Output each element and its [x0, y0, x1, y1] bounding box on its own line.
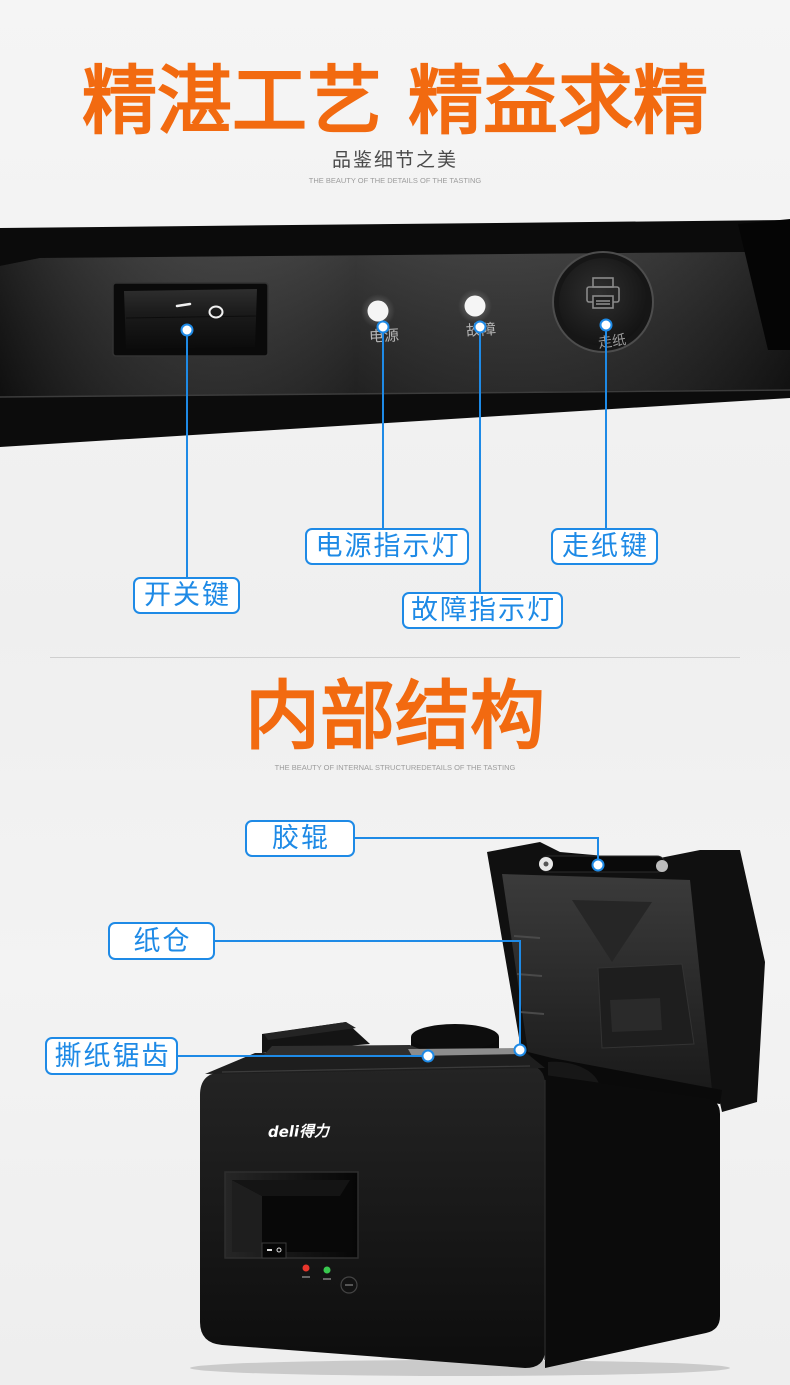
rubber-roller-leader-dot	[591, 858, 605, 872]
printer-lid	[487, 842, 765, 1112]
switch-on-mark	[175, 302, 192, 308]
paper-bin-leader-dot	[513, 1043, 527, 1057]
callout-power-indicator: 电源指示灯	[305, 528, 469, 565]
callout-fault-indicator: 故障指示灯	[402, 592, 563, 629]
switch-off-mark	[208, 305, 224, 319]
body-right-face	[545, 1075, 720, 1368]
tear-bar	[408, 1048, 524, 1056]
body-front-face	[200, 1065, 545, 1368]
fault-led	[458, 289, 492, 323]
rear-block	[262, 1022, 370, 1053]
craft-section-subtitle: 品鉴细节之美	[331, 149, 458, 171]
printer-icon	[586, 277, 620, 309]
callout-feed-key: 走纸键	[551, 528, 658, 565]
slot-top-wall	[232, 1180, 350, 1196]
power-led	[361, 294, 395, 328]
feed-key-leader-dot	[599, 318, 613, 332]
tear-teeth-leader-dot	[421, 1049, 435, 1063]
body-top-face	[205, 1052, 545, 1074]
switch-leader-dot	[180, 323, 194, 337]
top-cover-plate	[262, 1045, 436, 1057]
lid-inner-rib	[572, 900, 652, 962]
callout-power-switch: 开关键	[133, 577, 240, 614]
front-power-switch	[261, 1242, 287, 1259]
paper-bin-recess	[528, 1052, 722, 1104]
callout-paper-bin: 纸仓	[108, 922, 215, 960]
front-switch-circle-mark	[276, 1247, 282, 1253]
body-top-edge-highlight	[221, 1065, 531, 1073]
fault-led-lamp	[464, 295, 486, 317]
paper-roll	[411, 1024, 499, 1050]
craft-section-subtitle-en: THE BEAUTY OF THE DETAILS OF THE TASTING	[308, 176, 482, 185]
slot-left-wall	[232, 1180, 262, 1252]
roller-gear-right	[656, 860, 668, 872]
rocker-switch	[112, 282, 269, 357]
front-feed-button-mark	[345, 1284, 353, 1286]
interior-callout-lines	[178, 837, 605, 1063]
front-controls	[261, 1242, 358, 1294]
brand-logo: deli得力	[268, 1122, 331, 1141]
paper-exit-slot	[224, 1171, 359, 1259]
front-green-led-label-mark	[323, 1278, 331, 1280]
interior-section-title: 内部结构	[244, 672, 545, 760]
printer-icon-paper-out	[592, 295, 614, 309]
panel-side-piece	[738, 219, 790, 350]
lid-inner-bracket	[610, 998, 662, 1032]
rocker-switch-paddle	[124, 289, 257, 349]
control-panel-closeup: 电源 故障 走纸	[0, 219, 790, 447]
craft-section-title: 精湛工艺 精益求精	[81, 57, 709, 145]
section-divider	[50, 657, 740, 658]
front-green-led	[323, 1266, 331, 1274]
panel-lower-body	[0, 389, 790, 447]
lid-rib-mark	[516, 973, 543, 977]
interior-section-subtitle-en: THE BEAUTY OF INTERNAL STRUCTUREDETAILS …	[274, 763, 516, 772]
feed-button-label: 走纸	[597, 332, 627, 352]
paper-bin-leader-line	[215, 940, 521, 1050]
lid-rib-mark	[513, 935, 541, 939]
rubber-roller-leader-line	[355, 837, 599, 865]
power-switch-icon	[175, 302, 224, 319]
front-switch-mark	[267, 1249, 272, 1251]
roller-gear-left-hub	[543, 861, 549, 867]
power-indicator-leader-dot	[376, 320, 390, 334]
callout-tear-teeth: 撕纸锯齿	[45, 1037, 178, 1075]
feed-button	[552, 251, 654, 353]
fault-indicator-leader-dot	[473, 320, 487, 334]
front-red-led-label-mark	[302, 1276, 310, 1278]
paper-roll-top	[411, 1024, 499, 1050]
rocker-switch-ridge	[125, 315, 257, 319]
front-red-led	[302, 1264, 310, 1272]
craft-callout-lines	[180, 318, 613, 592]
callout-rubber-roller: 胶辊	[245, 820, 355, 857]
panel-edge-highlight	[0, 389, 790, 398]
printer-shadow	[190, 1360, 730, 1376]
lid-rib-mark	[519, 1011, 545, 1015]
printer-body: deli得力	[200, 1045, 720, 1368]
power-led-lamp	[367, 300, 389, 322]
printer-photo: deli得力	[190, 842, 765, 1376]
rear-block-top	[264, 1022, 356, 1040]
